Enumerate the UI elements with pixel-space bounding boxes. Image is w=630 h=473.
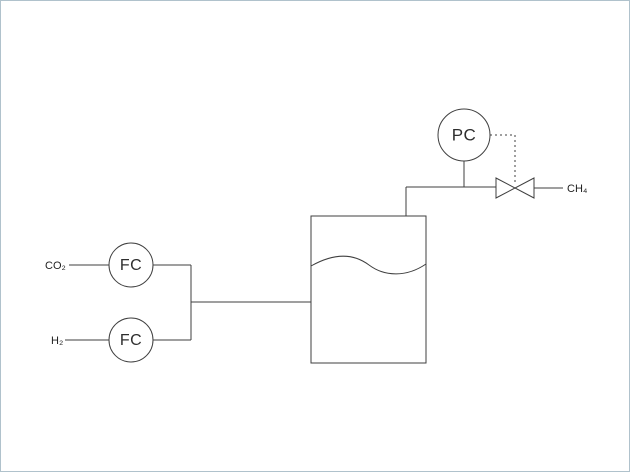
pressure-controller: PC	[437, 108, 491, 187]
control-valve-icon	[495, 177, 535, 199]
valve-left-triangle	[495, 177, 517, 199]
overhead-outlet-pipes	[405, 186, 496, 216]
h2-stream-label: H₂	[51, 335, 63, 347]
feed-manifold-pipes	[153, 264, 311, 341]
pc-control-signal-line	[490, 134, 516, 185]
liquid-level-wave	[310, 255, 427, 275]
flow-controller-co2: FC	[108, 242, 154, 288]
flow-controller-h2-label: FC	[120, 332, 142, 349]
flow-controller-h2: FC	[108, 317, 154, 363]
reactor-vessel	[310, 215, 427, 364]
ch4-stream-label: CH₄	[567, 183, 588, 195]
reactor-vessel-body	[310, 215, 427, 364]
co2-stream-label: CO₂	[45, 260, 66, 272]
valve-right-triangle	[513, 177, 535, 199]
pressure-controller-label: PC	[452, 125, 477, 144]
flow-controller-co2-label: FC	[120, 257, 142, 274]
